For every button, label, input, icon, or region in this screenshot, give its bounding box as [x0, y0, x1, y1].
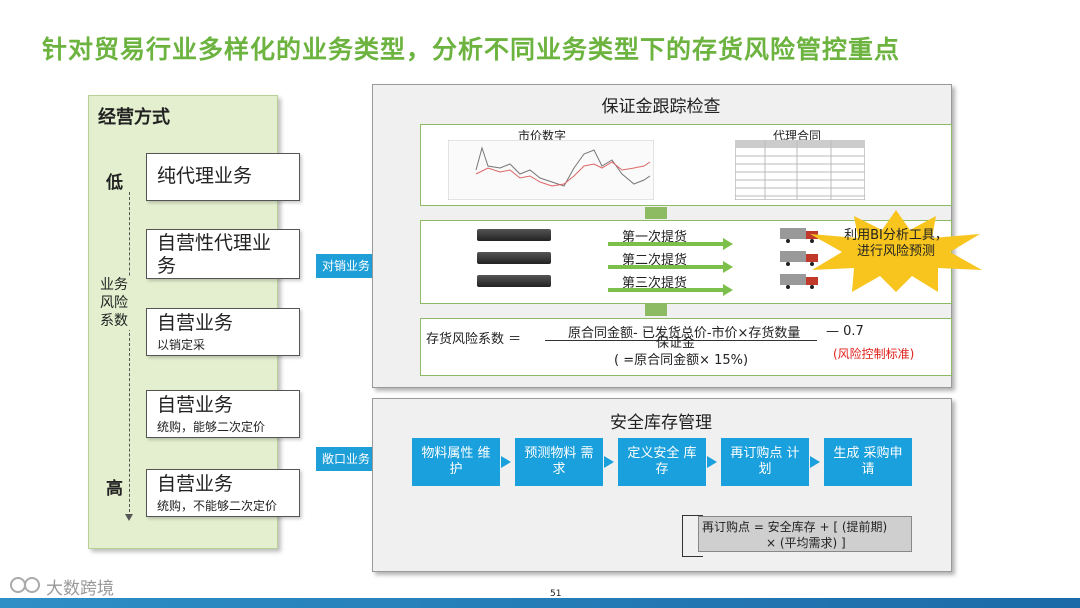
business-mode-heading: 经营方式 — [98, 107, 170, 128]
margin-tracking-title: 保证金跟踪检查 — [601, 97, 721, 117]
watermark-logo-icon — [10, 577, 40, 593]
truck-icon — [780, 251, 818, 266]
safety-stock-title: 安全库存管理 — [610, 413, 712, 433]
biz-item-label: 自营业务 — [157, 312, 234, 334]
formula-box — [420, 318, 952, 376]
reorder-formula-line2: × (平均需求) ] — [766, 536, 846, 550]
formula-bracket — [682, 515, 703, 557]
step-purchase-request: 生成 采购申请 — [824, 438, 912, 486]
page-title: 针对贸易行业多样化的业务类型，分析不同业务类型下的存货风险管控重点 — [42, 35, 901, 64]
arrow-head-icon — [723, 238, 733, 250]
pickup-arrow — [608, 242, 723, 246]
market-price-chart-thumbnail — [448, 140, 654, 200]
pickup-arrow — [608, 288, 723, 292]
risk-high-label: 高 — [106, 479, 123, 499]
step-define-safety-stock: 定义安全 库存 — [618, 438, 706, 486]
biz-item-sub: 以销定采 — [157, 338, 206, 352]
risk-low-label: 低 — [106, 173, 123, 193]
contract-table-thumbnail — [735, 140, 865, 200]
arrow-right-icon — [707, 456, 717, 468]
step-material-attributes: 物料属性 维护 — [412, 438, 500, 486]
risk-standard-label: (风险控制标准) — [833, 347, 915, 361]
reorder-formula-line1: 再订购点 = 安全库存 + [ (提前期) — [702, 520, 888, 534]
server-icon — [477, 229, 551, 241]
risk-threshold-value: — 0.7 — [826, 324, 864, 339]
biz-item-label: 自营性代理业务 — [157, 232, 272, 277]
biz-item-sub: 统购，能够二次定价 — [157, 420, 266, 434]
arrow-right-icon — [604, 456, 614, 468]
server-icon — [477, 275, 551, 287]
arrow-right-icon — [501, 456, 511, 468]
biz-item-self-noreprice: 自营业务 统购，不能够二次定价 — [146, 469, 300, 517]
formula-numerator: 原合同金额- 已发货总价-市价×存货数量 — [568, 326, 801, 341]
pickup-label-2: 第二次提货 — [622, 253, 688, 268]
pickup-label-3: 第三次提货 — [622, 276, 688, 291]
pickup-arrow — [608, 265, 723, 269]
biz-item-label: 自营业务 — [157, 394, 234, 416]
biz-item-self-reprice: 自营业务 统购，能够二次定价 — [146, 390, 300, 438]
starburst-icon — [810, 210, 982, 292]
biz-item-label: 纯代理业务 — [157, 165, 253, 187]
page-number: 51 — [550, 589, 562, 599]
risk-coefficient-label: 存货风险系数 ＝ — [426, 332, 522, 347]
fraction-line — [545, 340, 817, 341]
arrow-right-icon — [810, 456, 820, 468]
truck-icon — [780, 274, 818, 289]
arrow-head-icon — [723, 261, 733, 273]
watermark-text: 大数跨境 — [46, 579, 114, 599]
down-arrow-icon — [645, 207, 667, 219]
biz-item-self-sales: 自营业务 以销定采 — [146, 308, 300, 356]
risk-axis-arrowhead — [125, 514, 133, 521]
formula-denominator: 保证金 — [656, 336, 696, 351]
biz-item-pure-agency: 纯代理业务 — [146, 153, 300, 201]
step-reorder-plan: 再订购点 计划 — [721, 438, 809, 486]
step-forecast-demand: 预测物料 需求 — [515, 438, 603, 486]
biz-item-self-agency: 自营性代理业务 — [146, 229, 300, 279]
risk-axis-line — [129, 192, 130, 517]
formula-note: ( =原合同金额× 15%) — [614, 353, 749, 368]
risk-axis-label: 业务风险系数 — [96, 276, 132, 330]
reorder-formula-box — [698, 516, 912, 552]
bi-analysis-note: 利用BI分析工具，进行风险预测 — [844, 228, 948, 259]
footer-bar — [0, 598, 1080, 608]
arrow-head-icon — [723, 284, 733, 296]
down-arrow-icon — [645, 304, 667, 316]
server-icon — [477, 252, 551, 264]
biz-item-label: 自营业务 — [157, 473, 234, 495]
biz-item-sub: 统购，不能够二次定价 — [157, 499, 278, 513]
pickup-label-1: 第一次提货 — [622, 230, 688, 245]
